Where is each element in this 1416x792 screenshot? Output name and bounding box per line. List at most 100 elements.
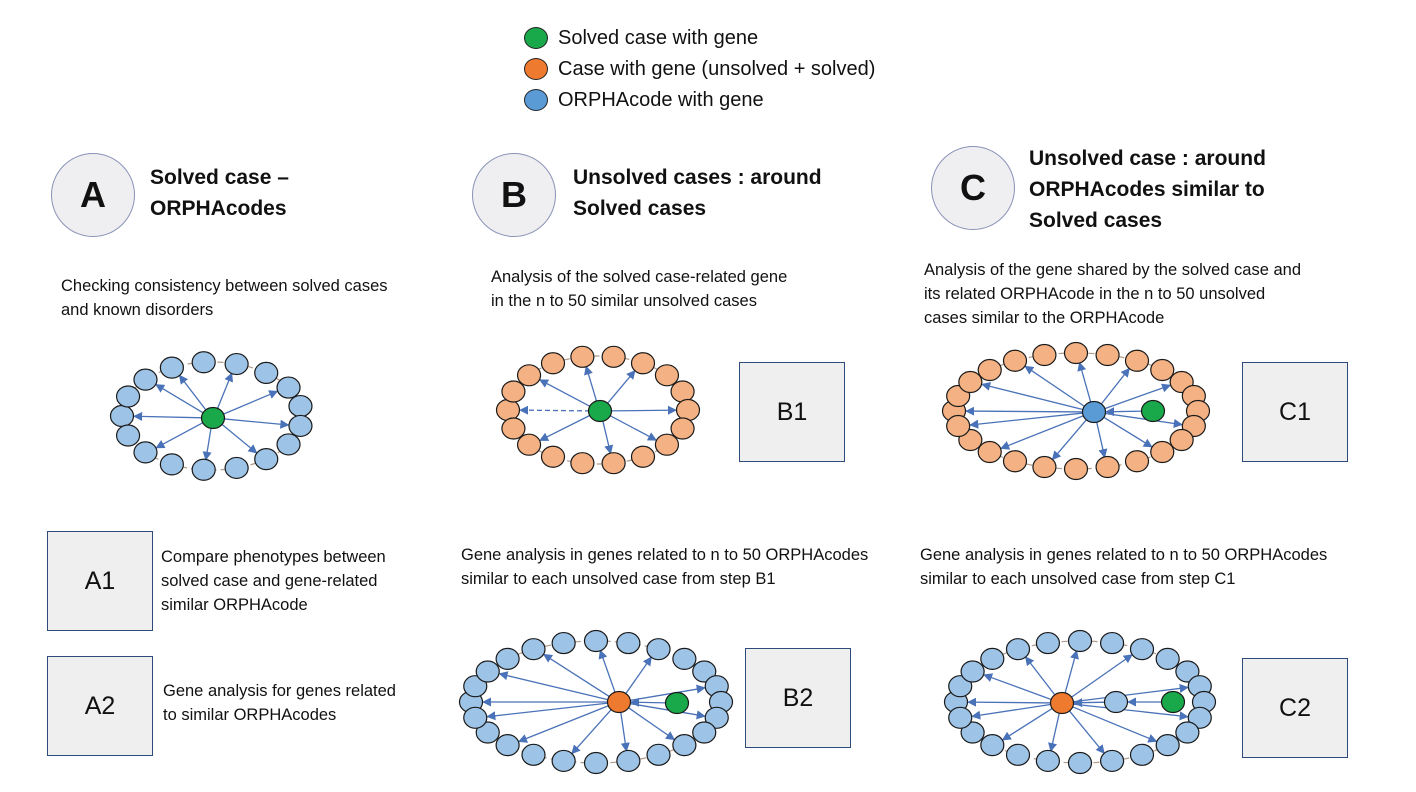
ring-node [1124, 349, 1150, 372]
edge-arrow [517, 704, 610, 743]
ring-node [1150, 440, 1175, 464]
ring-node [159, 356, 184, 379]
center-node [606, 690, 632, 714]
edge-arrow [965, 406, 1085, 416]
ring-node [1129, 743, 1155, 766]
ring-node [463, 675, 488, 698]
edge-arrow [1048, 711, 1061, 753]
edge-arrow [1099, 367, 1130, 406]
center-node [200, 406, 226, 430]
ring-node [1099, 631, 1125, 655]
ring-node [1124, 450, 1150, 473]
ring-node [224, 352, 249, 376]
blue-dot-icon [524, 89, 548, 111]
legend-label: Case with gene (unsolved + solved) [558, 57, 876, 80]
edge-arrow [1001, 707, 1054, 741]
edge-arrow [1077, 361, 1092, 404]
ring-node [1063, 457, 1089, 481]
ring-node [1095, 343, 1120, 367]
edge-arrow [608, 414, 658, 441]
ring-node [1063, 341, 1089, 365]
section-c-description: Analysis of the gene shared by the solve… [924, 261, 1301, 327]
ring-node [475, 721, 500, 744]
legend-item-case: Case with gene (unsolved + solved) [524, 55, 875, 83]
edge-arrow [155, 384, 205, 415]
ring-node [630, 445, 656, 468]
ring-node [109, 404, 135, 428]
edge-arrow [1071, 705, 1158, 743]
edge-arrow [609, 405, 677, 415]
ring-node [1035, 631, 1061, 655]
section-b-description: Analysis of the solved case-related gene… [491, 268, 788, 310]
ring-node [630, 352, 656, 375]
ring-node [646, 743, 671, 766]
ring-node [1175, 660, 1200, 683]
ring-node [288, 414, 313, 438]
ring-node [948, 675, 973, 698]
ring-node [501, 417, 526, 440]
ring-node [646, 638, 671, 661]
section-a-title: Solved case – ORPHAcodes [150, 166, 289, 220]
ring-node [946, 414, 971, 438]
ring-node [1002, 349, 1028, 372]
edge-arrow [155, 421, 205, 449]
edge-arrow [601, 419, 614, 455]
ring-node [670, 417, 695, 440]
green-dot-icon [524, 27, 548, 49]
edge-arrow [983, 673, 1053, 701]
ring-node [495, 398, 521, 422]
ring-node [692, 660, 717, 683]
step-b2-box: B2 [745, 648, 851, 748]
edge-arrow [1103, 412, 1183, 428]
step-a2-description: Gene analysis for genes related to simil… [163, 682, 396, 724]
ring-node [654, 433, 680, 456]
linked-node [1140, 399, 1166, 423]
edge-arrow [542, 653, 611, 698]
ring-node [191, 458, 216, 481]
edge-arrow [584, 365, 598, 403]
ring-node [521, 638, 546, 661]
ring-node [115, 424, 141, 447]
linked-node [1160, 690, 1186, 714]
edge-arrow [969, 412, 1085, 429]
edge-arrow [1024, 365, 1086, 408]
edge-arrow [538, 379, 592, 408]
ring-node [276, 433, 301, 456]
edge-arrow [486, 702, 610, 721]
step-c2-description: Gene analysis in genes related to n to 5… [920, 546, 1328, 588]
ring-node [475, 660, 500, 683]
legend-label: Solved case with gene [558, 26, 759, 49]
ring-node [1032, 343, 1057, 367]
ring-node [948, 706, 973, 729]
edge-arrow [1068, 709, 1105, 755]
legend-item-orpha: ORPHAcode with gene [524, 86, 764, 114]
ring-node [1150, 358, 1175, 382]
linked-node [664, 691, 690, 715]
step-a1-description: Compare phenotypes between solved case a… [161, 548, 386, 614]
section-c-badge: C [931, 146, 1015, 230]
ring-node [977, 358, 1002, 382]
ring-node [1129, 638, 1155, 661]
ring-node [191, 351, 216, 374]
ring-node [1169, 428, 1194, 452]
ring-node [977, 440, 1002, 464]
ring-node [675, 398, 701, 422]
edge-arrow [1051, 418, 1088, 461]
ring-node [570, 345, 595, 368]
edge-arrow [1103, 383, 1172, 410]
ring-node [495, 647, 520, 670]
edge-arrow [216, 372, 233, 411]
ring-node [960, 721, 985, 744]
ring-node [551, 631, 576, 655]
ring-node [1035, 749, 1061, 773]
ring-node [521, 743, 546, 766]
ring-node [1095, 455, 1120, 479]
edge-arrow [981, 381, 1085, 411]
edge-arrow [571, 708, 613, 755]
network-b2 [458, 629, 734, 775]
ring-node [960, 660, 985, 683]
ring-node [463, 706, 488, 729]
edge-arrow [1071, 703, 1189, 721]
ring-node [958, 370, 983, 394]
section-a-description: Checking consistency between solved case… [61, 277, 388, 319]
